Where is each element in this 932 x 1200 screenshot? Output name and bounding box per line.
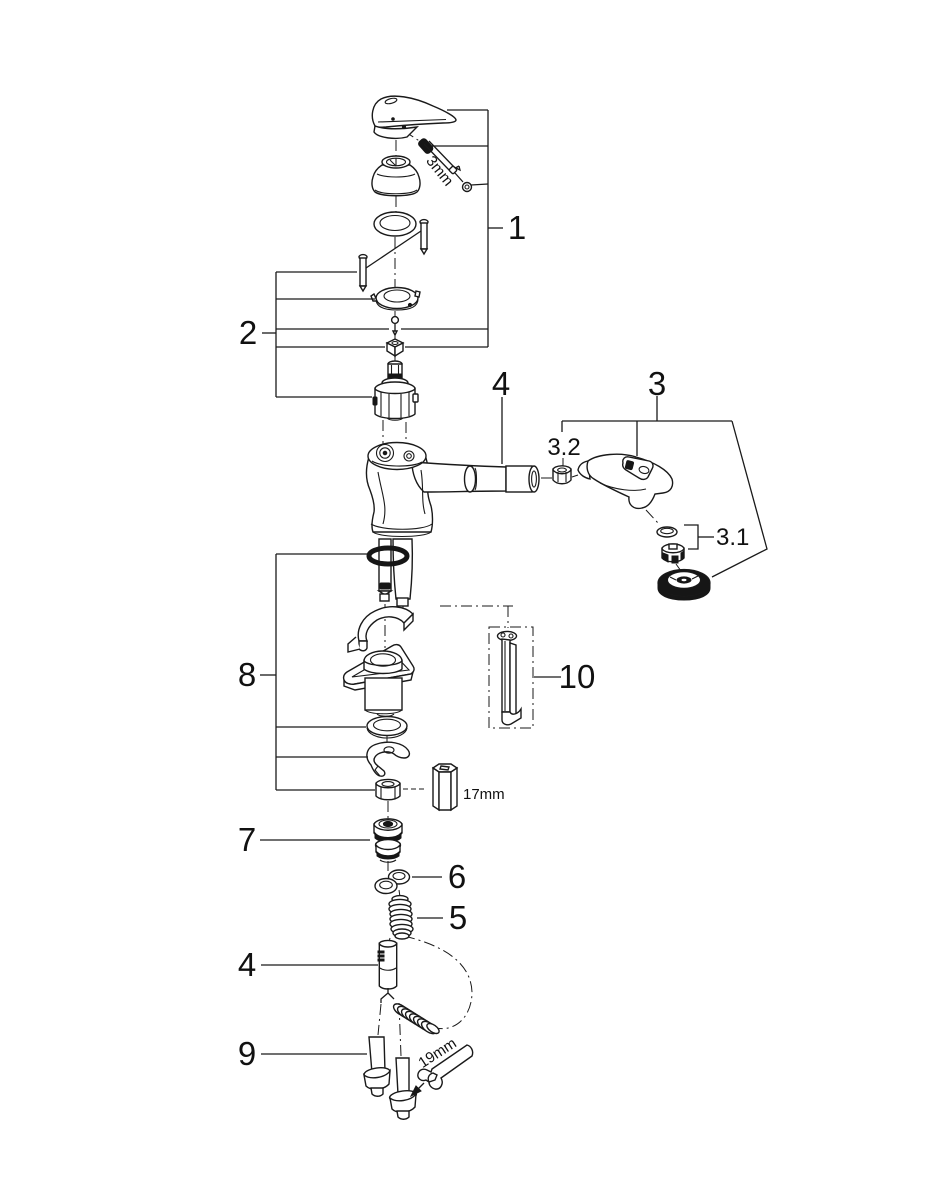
wrench-19mm: 19mm — [409, 1035, 474, 1098]
base-escutcheon — [347, 606, 414, 653]
mounting-screw-right — [419, 218, 429, 256]
group-supply-hoses: 9 19mm — [238, 1035, 474, 1120]
callout-2: 2 — [239, 314, 257, 351]
callout-3-1: 3.1 — [716, 524, 749, 551]
callout-3-1-bracket: 3.1 — [684, 524, 749, 551]
callout-8-bracket: 8 — [238, 553, 375, 791]
supply-hose-left — [362, 1036, 391, 1097]
cartridge-screw — [390, 315, 400, 337]
callout-2-bracket: 2 — [239, 271, 488, 398]
hex-key-3mm: 3mm — [418, 138, 461, 189]
supply-hose-right — [388, 1057, 418, 1120]
group-cartridge: 2 — [239, 211, 488, 421]
callout-4-tube: 4 — [238, 946, 256, 983]
mounting-screw-left — [358, 253, 368, 293]
callout-1-bracket: 1 — [430, 109, 526, 347]
knurled-mount-cylinder — [364, 677, 403, 717]
callout-4-spout-label: 4 — [492, 365, 510, 402]
ring-nut — [370, 286, 421, 311]
group-hose-guide: 10 — [488, 626, 596, 729]
socket-tool-17mm: 17mm — [403, 763, 505, 812]
callout-3-2: 3.2 — [547, 434, 580, 461]
hose-guide-tube — [496, 630, 522, 726]
lever-handle — [371, 95, 457, 140]
screw-pair-link-line — [365, 230, 422, 269]
callout-9: 9 — [238, 1035, 256, 1072]
dome-cap — [371, 155, 421, 197]
check-valve-3-1 — [661, 543, 685, 564]
callout-8: 8 — [238, 656, 256, 693]
spout-knurled-end — [505, 465, 540, 493]
hose-coil-guard — [392, 1003, 440, 1035]
group-spray-head: 3 3.2 3.1 — [547, 365, 768, 601]
group-mounting: 8 17mm — [238, 538, 505, 812]
washer-pair: 6 — [374, 858, 466, 895]
spray-head — [577, 453, 674, 510]
callout-5: 5 — [449, 899, 467, 936]
o-ring-cap — [373, 211, 417, 237]
square-nut — [385, 338, 405, 358]
callout-3-bracket: 3 3.2 — [547, 365, 768, 578]
center-axis-lines — [377, 130, 682, 1057]
spring: 5 — [388, 894, 467, 940]
spray-face-ring — [657, 568, 711, 601]
handle-screw — [448, 165, 473, 193]
shank-o-ring — [366, 545, 410, 567]
nut-3-2 — [552, 465, 572, 485]
callout-7: 7 — [238, 821, 256, 858]
mounting-nut — [375, 778, 401, 801]
callout-1: 1 — [508, 209, 526, 246]
horseshoe-washer — [366, 741, 411, 777]
triangle-mounting-plate — [342, 643, 415, 691]
callout-10: 10 — [559, 658, 596, 695]
cartridge — [372, 360, 419, 421]
spray-o-ring-3-1 — [656, 526, 678, 538]
group-10-boundary — [488, 626, 534, 729]
hose-coupling-tube: 4 — [238, 939, 398, 1003]
callout-4-spout: 4 — [492, 365, 510, 464]
faucet-body — [365, 441, 507, 538]
faucet-body-group: 4 — [365, 365, 540, 538]
check-valve: 7 — [238, 818, 403, 863]
socket-size-label: 17mm — [463, 786, 505, 803]
mounting-washer — [366, 715, 408, 739]
callout-3: 3 — [648, 365, 666, 402]
callout-6: 6 — [448, 858, 466, 895]
